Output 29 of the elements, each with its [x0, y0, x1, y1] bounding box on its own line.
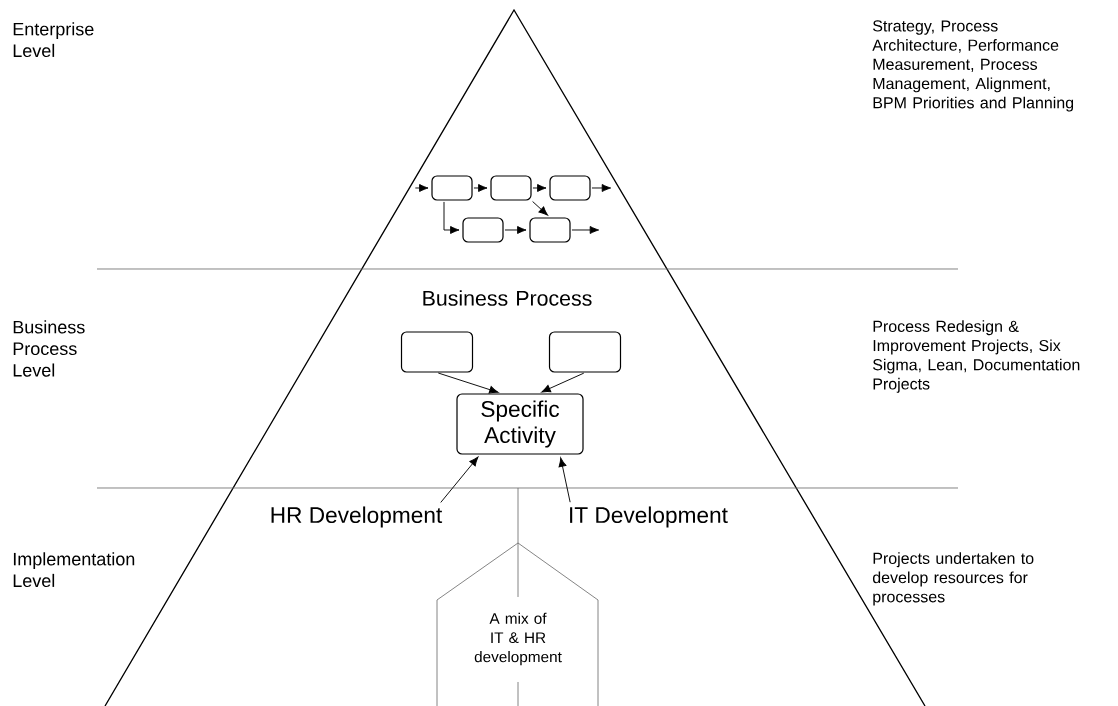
arrow	[504, 226, 527, 234]
level-text: Enterprise Level	[13, 22, 94, 58]
arrow	[437, 372, 499, 394]
area-heading: IT Development	[570, 506, 728, 528]
level-text: Business Process	[423, 290, 592, 306]
arrow	[414, 184, 429, 192]
activity-box	[400, 331, 474, 373]
level-text: Business Process Level	[13, 320, 85, 377]
activity-box: Specific Activity	[456, 393, 584, 455]
activity-box	[549, 175, 591, 201]
arrow	[532, 201, 548, 216]
arrow	[440, 456, 479, 503]
activity-box	[462, 217, 504, 243]
arrow	[571, 226, 600, 234]
activity-box	[529, 217, 571, 243]
activity-box	[490, 175, 532, 201]
arrow	[558, 457, 571, 503]
arrow	[532, 184, 547, 192]
level-text: Projects undertaken to develop resources for processes	[872, 552, 1034, 606]
level-text: Strategy, Process Architecture, Performance Measurement, Process Management, Alignment, BPM Priorities and Planning	[872, 20, 1074, 112]
arrow	[473, 184, 488, 192]
area-heading: HR Development	[271, 506, 443, 528]
level-text: Implementation Level	[13, 552, 135, 588]
activity-box	[548, 331, 622, 373]
arrow	[443, 201, 460, 234]
level-text: Process Redesign & Improvement Projects, Six Sigma, Lean, Documentation Projects	[873, 320, 1080, 393]
arrow	[591, 184, 612, 192]
activity-box	[431, 175, 473, 201]
arrow	[541, 372, 585, 393]
